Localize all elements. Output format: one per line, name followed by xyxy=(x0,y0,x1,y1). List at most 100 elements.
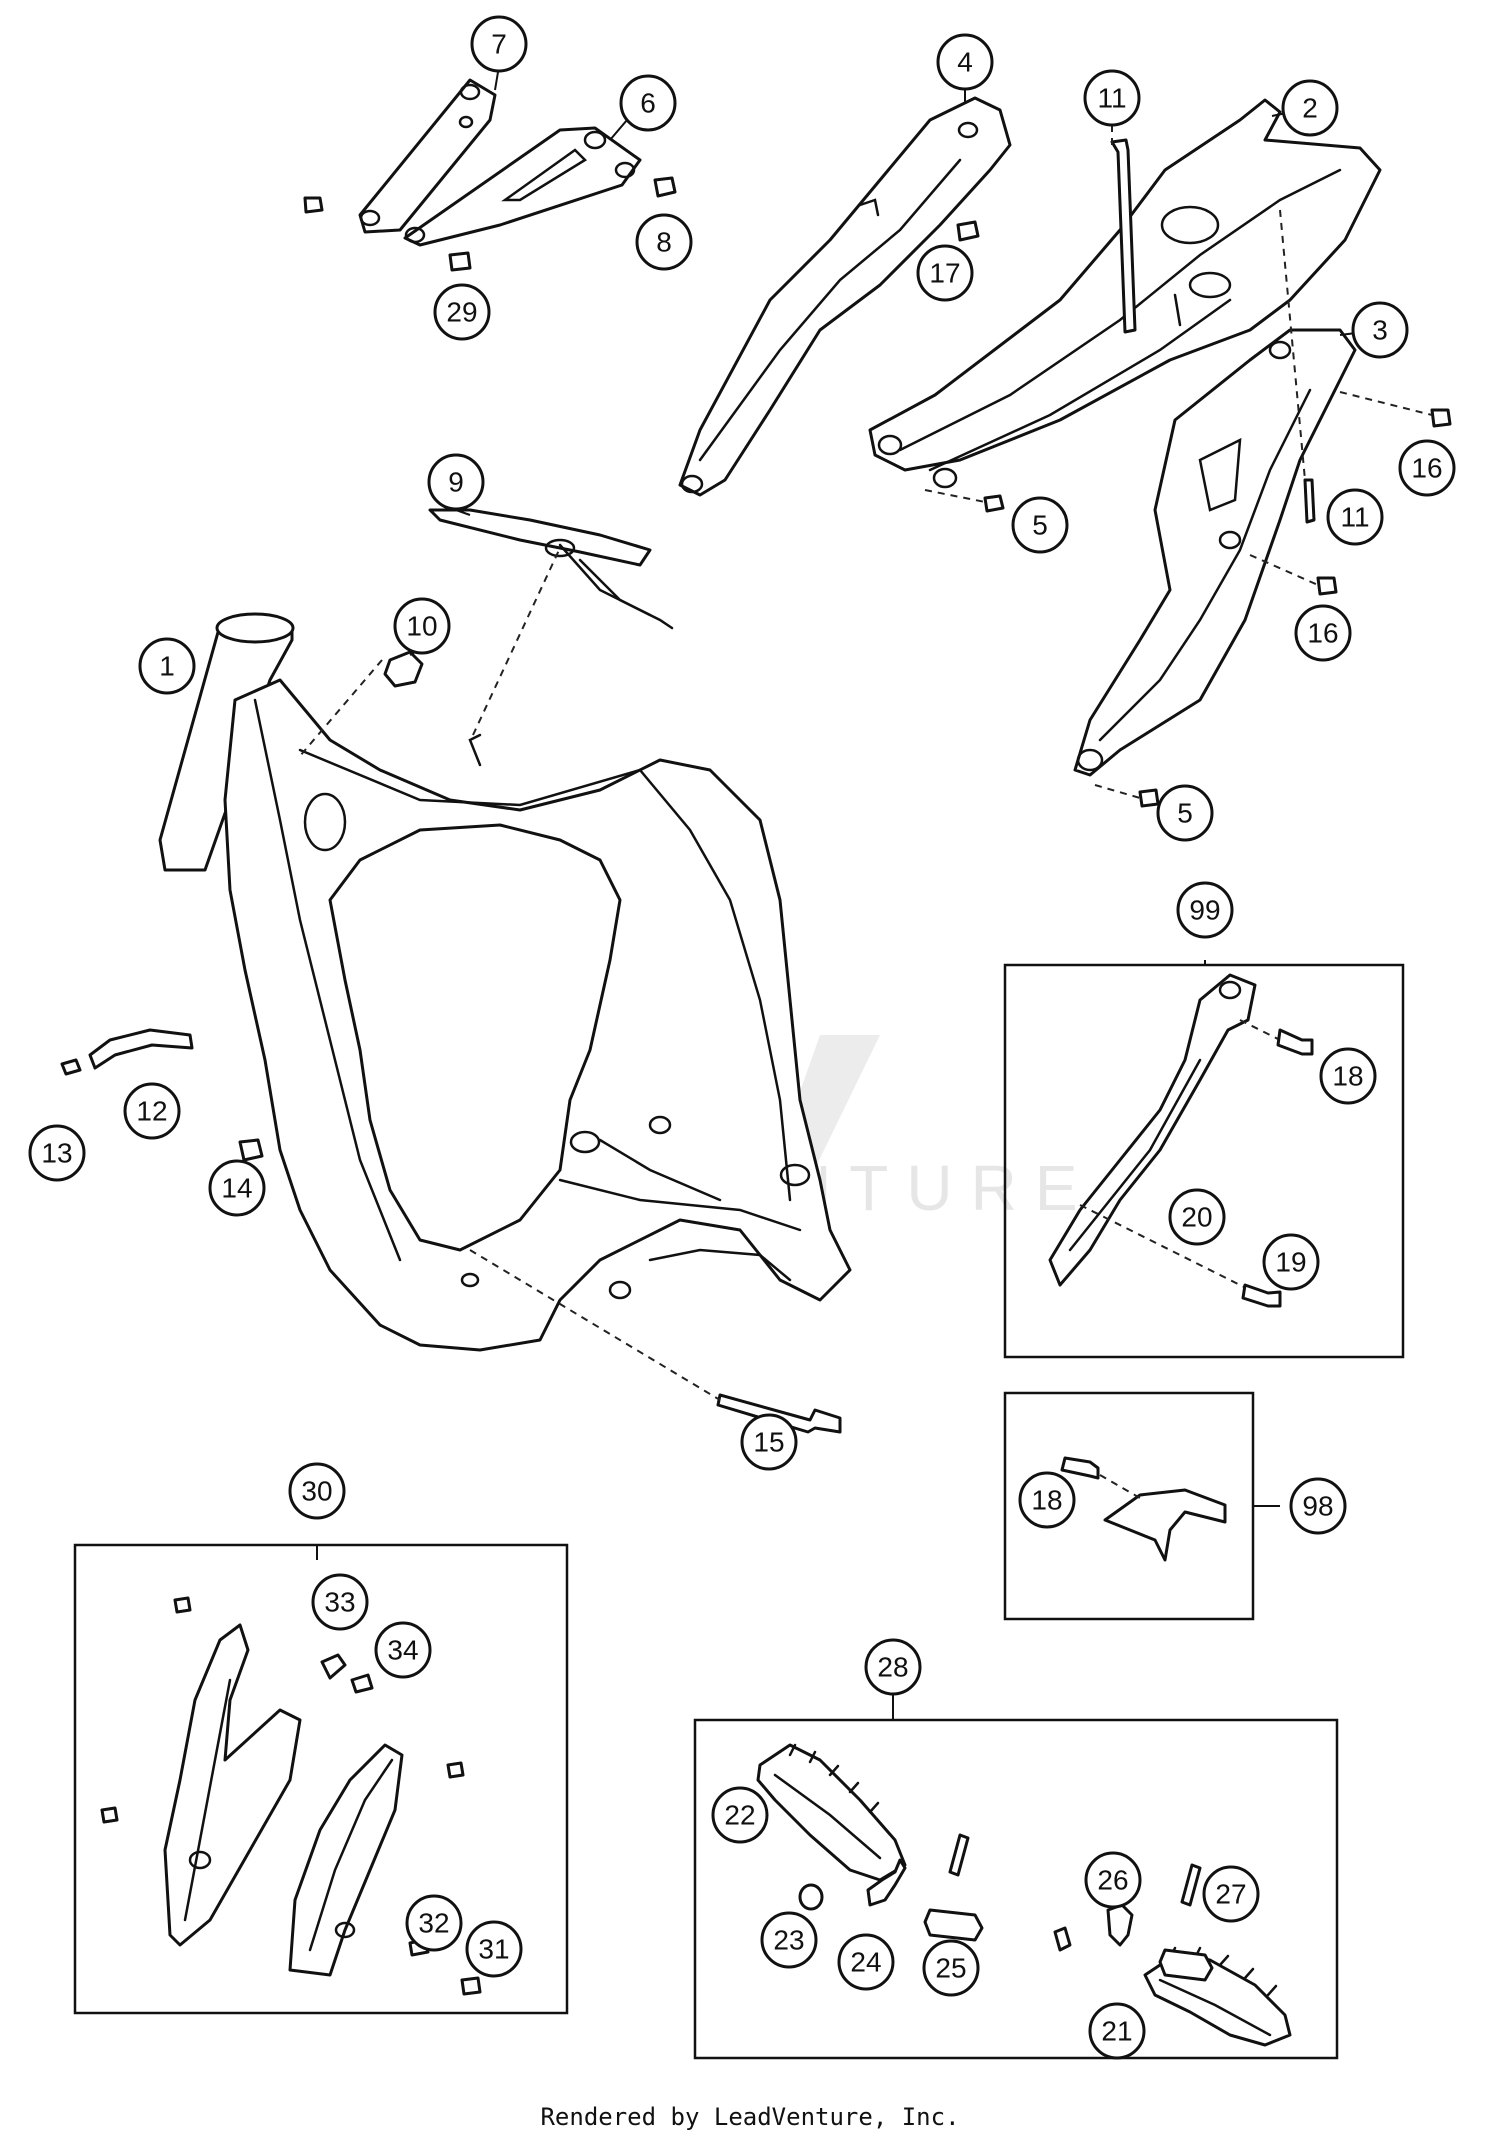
callout-28: 28 xyxy=(864,1638,922,1696)
pin-27 xyxy=(1158,1948,1214,1982)
svg-text:34: 34 xyxy=(387,1635,418,1666)
svg-text:4: 4 xyxy=(957,47,973,78)
callout-16a: 16 xyxy=(1398,439,1456,497)
rivet-11b xyxy=(1303,478,1316,524)
assembly-box-30 xyxy=(73,1543,569,2015)
svg-text:29: 29 xyxy=(446,297,477,328)
clamp-13 xyxy=(60,1058,82,1076)
subframe-rail-4 xyxy=(678,96,1012,497)
callout-20: 20 xyxy=(1168,1188,1226,1246)
svg-text:13: 13 xyxy=(41,1138,72,1169)
callout-1: 1 xyxy=(138,637,196,695)
callout-30: 30 xyxy=(288,1462,346,1520)
svg-text:7: 7 xyxy=(491,29,507,60)
bolt-18b xyxy=(1060,1456,1100,1480)
svg-text:18: 18 xyxy=(1031,1485,1062,1516)
callout-99: 99 xyxy=(1176,881,1234,939)
svg-text:99: 99 xyxy=(1189,895,1220,926)
nut-16a xyxy=(1430,408,1452,428)
frame-protector-right xyxy=(288,1743,404,1977)
svg-text:25: 25 xyxy=(935,1953,966,1984)
svg-text:32: 32 xyxy=(418,1908,449,1939)
svg-text:8: 8 xyxy=(656,227,672,258)
spring-24 xyxy=(866,1858,907,1907)
kickstand-guard-99 xyxy=(1048,973,1314,1308)
callout-33: 33 xyxy=(311,1573,369,1631)
svg-text:15: 15 xyxy=(753,1427,784,1458)
callout-15: 15 xyxy=(740,1413,798,1471)
main-frame-1 xyxy=(158,612,852,1352)
hose-12 xyxy=(88,1028,194,1070)
rivet-11a xyxy=(1110,138,1137,334)
callout-19: 19 xyxy=(1262,1233,1320,1291)
footpeg-22 xyxy=(756,1743,907,1882)
svg-text:20: 20 xyxy=(1181,1202,1212,1233)
callout-9: 9 xyxy=(427,453,485,511)
callout-18a: 18 xyxy=(1319,1047,1377,1105)
svg-text:27: 27 xyxy=(1215,1879,1246,1910)
callout-27: 27 xyxy=(1202,1865,1260,1923)
bolt-8 xyxy=(653,176,677,198)
svg-text:6: 6 xyxy=(640,88,656,119)
svg-text:1: 1 xyxy=(159,651,175,682)
assembly-box-28 xyxy=(693,1718,1339,2060)
svg-text:12: 12 xyxy=(136,1096,167,1127)
bolt-5a xyxy=(983,494,1005,513)
engine-bracket-7 xyxy=(303,78,497,234)
bolt-5b xyxy=(1138,788,1160,808)
svg-text:24: 24 xyxy=(850,1947,881,1978)
svg-text:28: 28 xyxy=(877,1652,908,1683)
cotter-pin-25 xyxy=(948,1833,970,1877)
svg-text:31: 31 xyxy=(478,1934,509,1965)
callout-26: 26 xyxy=(1084,1851,1142,1909)
callout-12: 12 xyxy=(123,1082,181,1140)
screw-31 xyxy=(460,1976,482,1996)
svg-text:22: 22 xyxy=(724,1800,755,1831)
engine-bracket-6 xyxy=(403,126,642,247)
cotter-pin-27 xyxy=(1180,1863,1202,1907)
callouts: 1 2 3 4 5 5 6 7 8 9 10 11 11 12 13 14 15… xyxy=(28,15,1456,2060)
clip-34 xyxy=(350,1673,374,1694)
svg-text:30: 30 xyxy=(301,1476,332,1507)
svg-text:11: 11 xyxy=(1340,502,1369,533)
svg-text:14: 14 xyxy=(221,1173,252,1204)
svg-text:33: 33 xyxy=(324,1587,355,1618)
callout-34: 34 xyxy=(374,1621,432,1679)
callout-8: 8 xyxy=(635,213,693,271)
svg-text:16: 16 xyxy=(1411,453,1442,484)
bolt-19 xyxy=(1241,1283,1282,1308)
callout-32: 32 xyxy=(405,1894,463,1952)
svg-text:5: 5 xyxy=(1177,798,1193,829)
svg-text:98: 98 xyxy=(1302,1491,1333,1522)
washer-26-left xyxy=(1053,1926,1072,1952)
screw-small-c xyxy=(446,1761,465,1779)
callout-5a: 5 xyxy=(1011,496,1069,554)
callout-5b: 5 xyxy=(1156,784,1214,842)
callout-6: 6 xyxy=(619,74,677,132)
svg-text:17: 17 xyxy=(929,258,960,289)
bolt-17 xyxy=(956,220,980,242)
svg-text:9: 9 xyxy=(448,467,464,498)
nut-14 xyxy=(238,1138,264,1162)
svg-text:3: 3 xyxy=(1372,315,1388,346)
svg-text:26: 26 xyxy=(1097,1865,1128,1896)
callout-2: 2 xyxy=(1281,79,1339,137)
callout-14: 14 xyxy=(208,1159,266,1217)
cable-bracket-9 xyxy=(428,508,674,630)
svg-text:10: 10 xyxy=(406,611,437,642)
callout-16b: 16 xyxy=(1294,604,1352,662)
svg-text:23: 23 xyxy=(773,1925,804,1956)
callout-18b: 18 xyxy=(1018,1471,1076,1529)
callout-10: 10 xyxy=(393,597,451,655)
svg-text:18: 18 xyxy=(1332,1061,1363,1092)
svg-text:2: 2 xyxy=(1302,93,1318,124)
svg-text:21: 21 xyxy=(1101,2016,1132,2047)
bolt-18a xyxy=(1276,1028,1314,1056)
callout-22: 22 xyxy=(711,1786,769,1844)
pin-25 xyxy=(923,1908,984,1942)
svg-text:11: 11 xyxy=(1097,83,1126,114)
frame-protector-left xyxy=(163,1623,302,1947)
screw-small-a xyxy=(173,1596,192,1614)
screw-33 xyxy=(320,1653,347,1680)
callout-98: 98 xyxy=(1289,1477,1347,1535)
